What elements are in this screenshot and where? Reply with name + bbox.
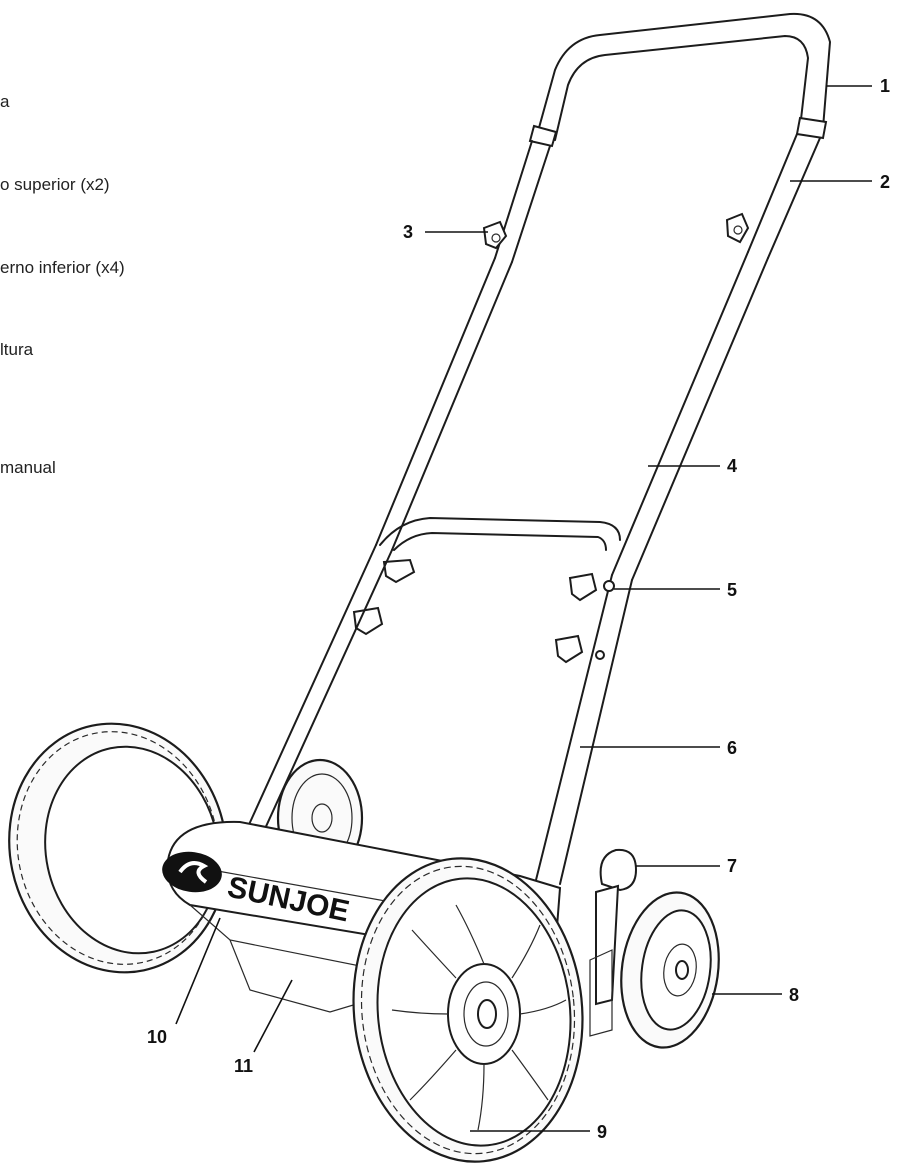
height-adjust-lever — [589, 848, 638, 1037]
middle-knobs — [352, 558, 598, 664]
lower-tubes — [231, 544, 633, 885]
callout-6: 6 — [727, 738, 737, 758]
small-right-wheel — [620, 891, 720, 1049]
callout-11: 11 — [234, 1056, 253, 1076]
upper-knobs — [482, 212, 750, 250]
callout-2: 2 — [880, 172, 890, 192]
left-wheel — [8, 722, 228, 974]
handle-bar — [536, 12, 831, 141]
callout-5: 5 — [727, 580, 737, 600]
callout-4: 4 — [727, 456, 737, 476]
callout-1: 1 — [880, 76, 890, 96]
legend-item-2: o superior (x2) — [0, 175, 110, 194]
callout-9: 9 — [597, 1122, 607, 1142]
callout-10: 10 — [147, 1027, 167, 1047]
callout-8: 8 — [789, 985, 799, 1005]
handle-grips — [528, 116, 828, 148]
callouts: 1 2 3 4 5 6 7 8 9 10 11 — [147, 76, 890, 1142]
legend-item-1: a — [0, 92, 10, 111]
upper-tubes — [494, 133, 821, 263]
callout-7: 7 — [727, 856, 737, 876]
legend-item-4: ltura — [0, 340, 34, 359]
middle-tubes — [375, 251, 769, 581]
callout-3: 3 — [403, 222, 413, 242]
big-right-wheel — [352, 857, 584, 1163]
cross-bar — [379, 517, 621, 551]
legend-item-6: manual — [0, 458, 56, 477]
legend-item-3: erno inferior (x4) — [0, 258, 125, 277]
